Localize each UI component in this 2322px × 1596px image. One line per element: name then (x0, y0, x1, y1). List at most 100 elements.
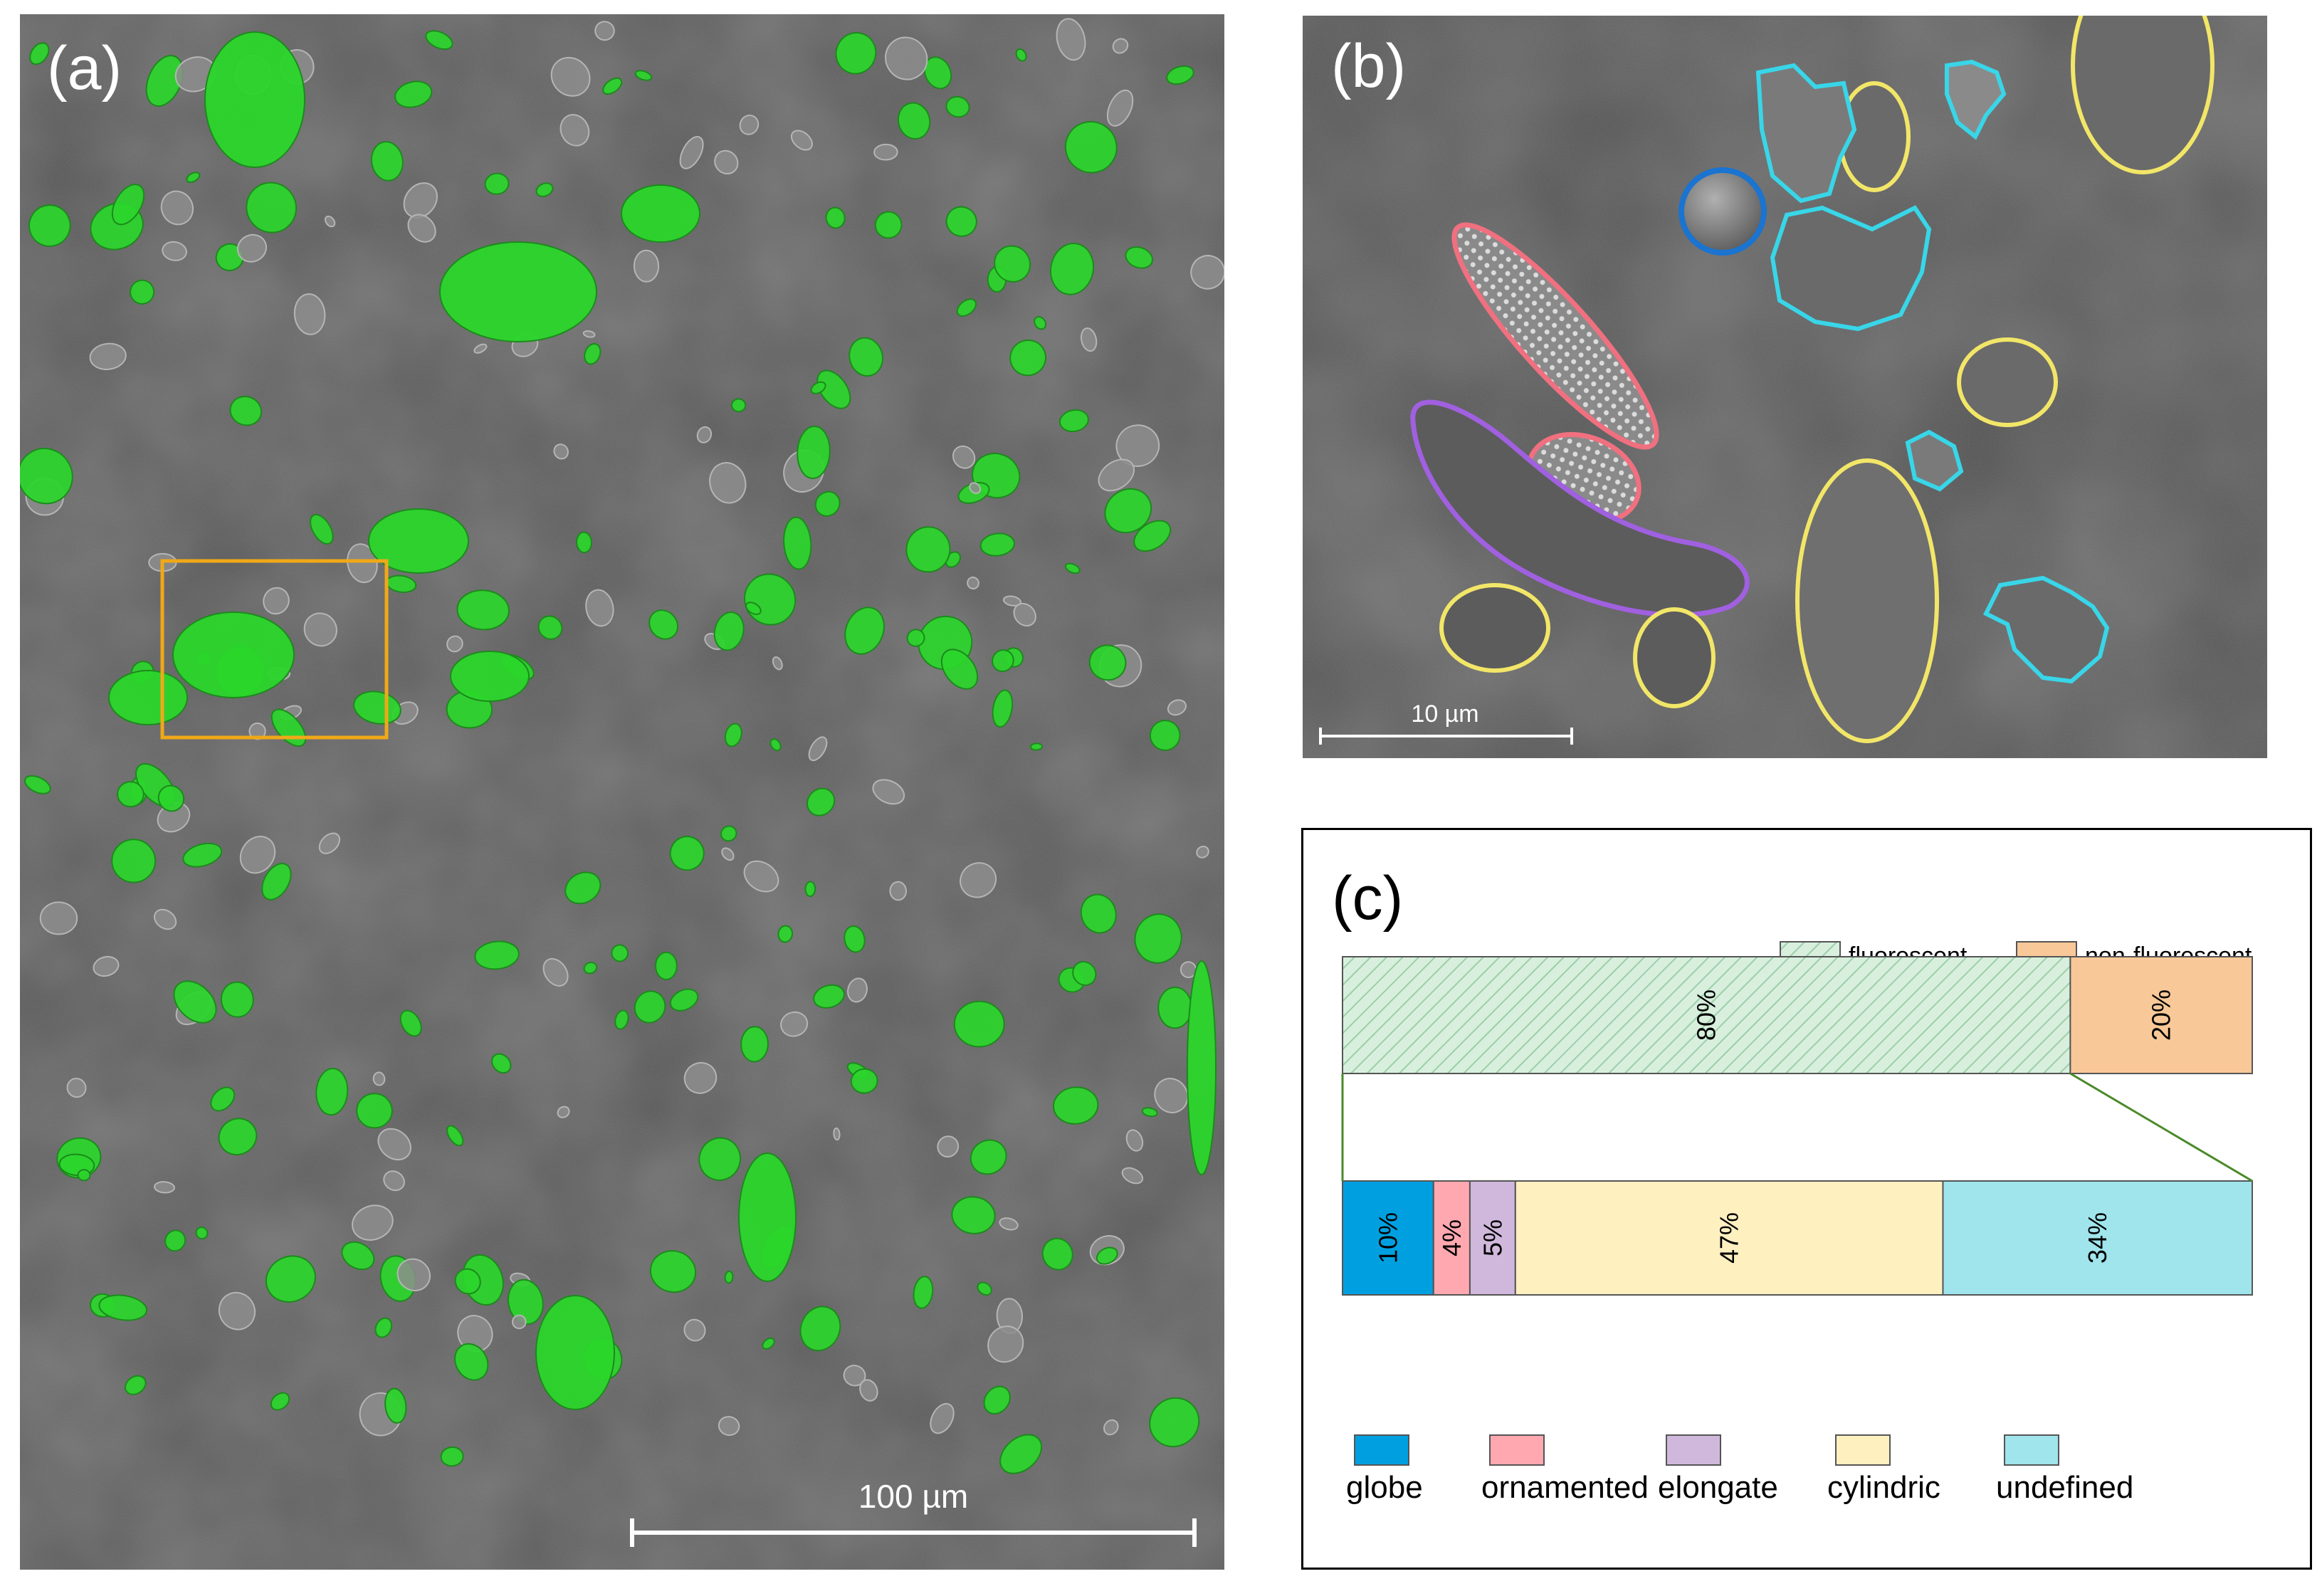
fluorescent-particle (634, 70, 653, 81)
fluorescent-particle (669, 988, 699, 1012)
fluorescent-particle (1125, 246, 1153, 269)
fluorescent-particle (98, 1294, 147, 1321)
fluorescent-cluster (204, 31, 305, 168)
particle (396, 1258, 431, 1291)
particle (39, 901, 78, 935)
fluorescent-particle (1029, 742, 1044, 751)
fluorescent-particle (669, 836, 705, 871)
fluorescent-particle (850, 1068, 878, 1094)
particle (679, 136, 704, 169)
fluorescent-cluster (108, 670, 188, 725)
sem-image-b: 10 µm (b) (1303, 16, 2267, 758)
fluorescent-particle (491, 1053, 512, 1074)
fluorescent-particle (835, 32, 877, 75)
particle (696, 426, 713, 443)
panel-label-a: (a) (47, 34, 122, 103)
legend-label-globe: globe (1346, 1470, 1423, 1505)
particle (714, 149, 739, 175)
fluorescent-particle (210, 1086, 236, 1112)
fluorescent-particle (220, 981, 254, 1018)
fluorescent-particle (724, 1270, 734, 1284)
particle (457, 1315, 493, 1353)
particle (154, 1181, 175, 1194)
scale-bar-a: 100 µm (630, 1478, 1197, 1547)
particle (808, 736, 828, 762)
particles-a (20, 18, 1224, 1474)
particle (239, 836, 276, 874)
particle (293, 293, 326, 335)
panel-label-b: (b) (1331, 32, 1406, 100)
particle (1106, 89, 1134, 127)
particle (542, 957, 569, 987)
particle (709, 462, 747, 504)
particle (743, 860, 779, 893)
fluorescent-particle (745, 602, 762, 616)
data-label-undefined: 34% (2083, 1212, 2112, 1264)
fluorescent-particle (956, 298, 977, 317)
fluorescent-particle (1149, 1397, 1200, 1448)
panel-label-c: (c) (1332, 864, 1403, 933)
fluorescent-particle (1072, 961, 1097, 986)
fluorescent-particle (634, 990, 666, 1024)
particle (889, 881, 908, 901)
bar-segment-elongate (1469, 1180, 1516, 1296)
particle (1002, 595, 1021, 607)
fluorescent-particle (1064, 121, 1118, 174)
particle (1180, 961, 1197, 979)
legend-swatch-cylindric (1835, 1434, 1891, 1466)
fluorescent-particle (195, 1226, 209, 1240)
scale-bar-label-b: 10 µm (1411, 700, 1478, 728)
fluorescent-particle (564, 871, 601, 905)
fluorescent-particle (799, 1306, 841, 1352)
particle (383, 1170, 405, 1192)
particle (403, 182, 438, 219)
fluorescent-particle (945, 206, 977, 237)
particle (372, 1071, 386, 1086)
particles-cylindric (1439, 16, 2215, 743)
sem-image-panel-a: 100 µm (a) (20, 14, 1224, 1570)
fluorescent-particle (731, 398, 747, 413)
fluorescent-particle (1141, 1107, 1158, 1118)
fluorescent-particle (583, 961, 598, 975)
fluorescent-particle (648, 609, 679, 640)
particle (1080, 327, 1098, 352)
particle (263, 587, 290, 615)
fluorescent-particle (816, 369, 851, 409)
legend-swatch-undefined (2004, 1434, 2059, 1466)
particle (1056, 18, 1086, 61)
fluorescent-particle (769, 738, 782, 752)
legend-label-ornamented: ornamented (1481, 1470, 1649, 1505)
stacked-bar-chart: (c) fluorescentnon-fluorescent 80%20%10%… (1332, 864, 2254, 1505)
particle-elongate (1410, 399, 1750, 618)
particle (162, 241, 187, 261)
particle (718, 1416, 740, 1437)
particle (780, 1011, 809, 1037)
fluorescent-particle (897, 102, 931, 140)
fluorescent-particle (157, 784, 185, 812)
particle (873, 143, 898, 161)
fluorescent-particle (740, 1026, 769, 1063)
data-label-non-fluorescent: 20% (2147, 989, 2176, 1041)
fluorescent-particle (1058, 409, 1089, 433)
fluorescent-particle (1134, 913, 1182, 964)
fluorescent-particle (111, 839, 157, 883)
sem-noise (20, 14, 1224, 1570)
particle (999, 1217, 1019, 1231)
fluorescent-particle (951, 1196, 996, 1234)
fluorescent-particle (265, 1255, 316, 1303)
particle (236, 233, 268, 263)
fluorescent-particle (992, 689, 1014, 728)
fluorescent-particle (28, 204, 71, 247)
fluorescent-particle (77, 1169, 91, 1182)
fluorescent-particle (983, 1385, 1011, 1414)
fluorescent-particle (1053, 1086, 1099, 1125)
particle (847, 977, 868, 1003)
particle (683, 1061, 718, 1094)
fluorescent-particle (720, 825, 737, 842)
fluorescent-particle (814, 490, 841, 517)
fluorescent-particle (454, 1268, 481, 1295)
fluorescent-cluster (439, 241, 597, 342)
particle (1115, 424, 1160, 467)
particle (872, 779, 905, 805)
fluorescent-particle (1157, 987, 1193, 1029)
